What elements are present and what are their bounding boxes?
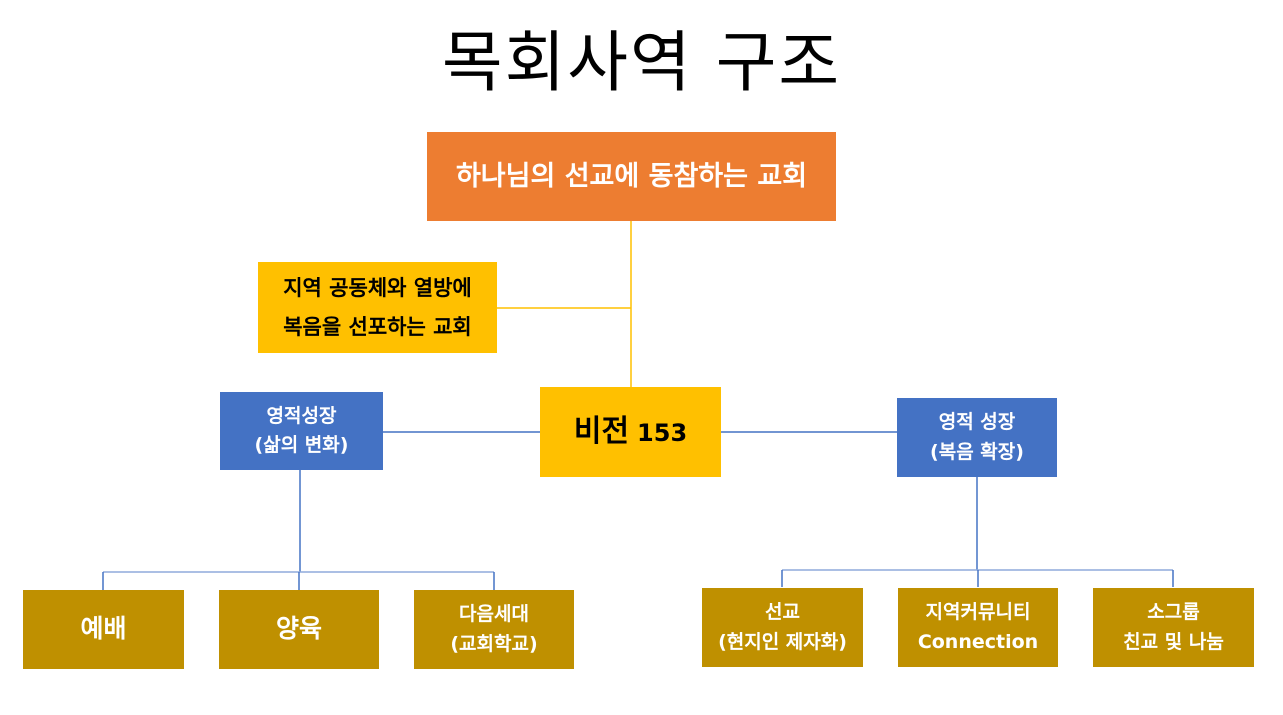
- ministry-sublabel: (현지인 제자화): [718, 630, 847, 653]
- vision-number: 153: [637, 419, 688, 448]
- right-branch-line1: 영적 성장: [938, 411, 1016, 434]
- community-box: 지역 공동체와 열방에 복음을 선포하는 교회: [258, 262, 497, 353]
- vision-box: 비전 153: [540, 387, 721, 477]
- left-branch-line2: (삶의 변화): [254, 434, 349, 456]
- left-branch-line1: 영적성장: [266, 404, 337, 427]
- ministry-label: 지역커뮤니티: [925, 601, 1031, 624]
- ministry-sublabel: Connection: [917, 630, 1039, 653]
- ministry-label: 다음세대: [459, 603, 529, 626]
- ministry-box-small-group: 소그룹 친교 및 나눔: [1093, 588, 1254, 667]
- community-line1: 지역 공동체와 열방에: [283, 275, 472, 300]
- ministry-label: 양육: [275, 614, 322, 644]
- ministry-box-next-generation: 다음세대 (교회학교): [414, 590, 574, 669]
- ministry-box-nurture: 양육: [219, 590, 379, 669]
- ministry-box-mission: 선교 (현지인 제자화): [702, 588, 863, 667]
- page-title: 목회사역 구조: [441, 24, 842, 101]
- vision-label: 비전: [573, 413, 630, 449]
- mission-box: 하나님의 선교에 동참하는 교회: [427, 132, 836, 221]
- mission-label: 하나님의 선교에 동참하는 교회: [455, 160, 808, 192]
- community-line2: 복음을 선포하는 교회: [283, 314, 472, 339]
- ministry-label: 선교: [765, 601, 800, 624]
- ministry-sublabel: (교회학교): [450, 632, 538, 655]
- ministry-label: 예배: [80, 614, 127, 644]
- ministry-box-worship: 예배: [23, 590, 184, 669]
- left-branch-box: 영적성장 (삶의 변화): [220, 392, 383, 470]
- right-branch-line2: (복음 확장): [930, 440, 1024, 463]
- ministry-label: 소그룹: [1147, 601, 1200, 624]
- ministry-sublabel: 친교 및 나눔: [1123, 630, 1224, 653]
- right-branch-box: 영적 성장 (복음 확장): [897, 398, 1057, 477]
- ministry-box-community: 지역커뮤니티 Connection: [898, 588, 1058, 667]
